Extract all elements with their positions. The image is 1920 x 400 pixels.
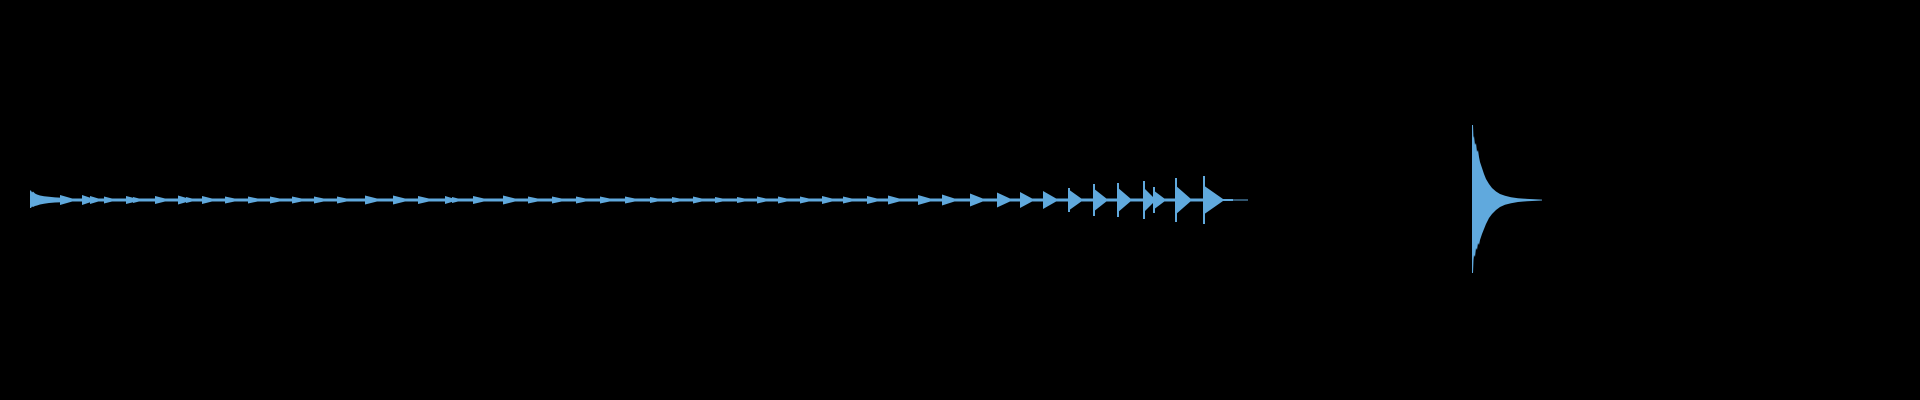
- waveform-tick: [552, 196, 564, 204]
- waveform-tick: [155, 196, 167, 204]
- waveform-tick: [337, 196, 349, 204]
- waveform-tick: [625, 196, 637, 204]
- waveform-tick: [90, 196, 100, 204]
- waveform-tick: [1153, 190, 1165, 210]
- waveform-tick: [757, 196, 768, 204]
- waveform-tick: [292, 196, 304, 204]
- waveform-tick: [393, 195, 407, 205]
- waveform-tick: [248, 196, 260, 204]
- waveform-tick: [650, 197, 660, 203]
- waveform-final-impact: [1472, 125, 1542, 273]
- waveform-baseline: [30, 198, 1210, 202]
- waveform-tick: [918, 195, 932, 205]
- waveform-tick: [942, 194, 956, 206]
- waveform-tick: [60, 195, 74, 205]
- waveform-tick: [600, 196, 612, 204]
- waveform-tick: [1117, 187, 1131, 213]
- waveform-tick: [133, 197, 141, 203]
- waveform-tick: [970, 193, 984, 207]
- waveform-tick: [503, 195, 517, 205]
- waveform-tick: [1175, 185, 1191, 215]
- waveform-tick: [737, 197, 747, 203]
- waveform-tick: [418, 196, 431, 204]
- waveform-tick: [1020, 192, 1033, 208]
- waveform-tick: [270, 196, 282, 204]
- waveform-tick: [202, 196, 214, 204]
- waveform-tick: [1093, 188, 1107, 212]
- waveform-initial-burst: [30, 190, 70, 208]
- waveform-tick: [473, 196, 486, 204]
- waveform-tick: [225, 196, 237, 204]
- waveform-tick: [672, 197, 682, 203]
- waveform-tick: [800, 196, 811, 204]
- waveform-tick: [778, 196, 789, 204]
- waveform-tick: [1203, 185, 1223, 215]
- waveform-tick: [822, 196, 834, 204]
- waveform-tick: [82, 195, 94, 205]
- waveform-baseline: [1233, 199, 1248, 201]
- waveform-tick: [997, 192, 1011, 208]
- waveform-tick: [867, 196, 879, 204]
- waveform-tick: [186, 197, 194, 203]
- waveform-tick: [843, 196, 854, 204]
- waveform-tick: [314, 196, 326, 204]
- waveform-tick: [715, 197, 725, 203]
- waveform-tick: [528, 196, 540, 204]
- waveform-tick: [576, 196, 588, 204]
- waveform-tick: [1043, 191, 1057, 209]
- waveform-tick: [178, 195, 190, 205]
- waveform-tick: [445, 196, 455, 204]
- waveform-tick: [693, 196, 704, 204]
- waveform-tick: [1068, 189, 1082, 211]
- waveform-tick: [126, 196, 138, 204]
- waveform-tick: [104, 196, 114, 204]
- waveform-tick: [1143, 187, 1155, 213]
- waveform-tick: [888, 195, 901, 205]
- waveform-tick: [452, 197, 460, 203]
- waveform-tick: [365, 195, 379, 205]
